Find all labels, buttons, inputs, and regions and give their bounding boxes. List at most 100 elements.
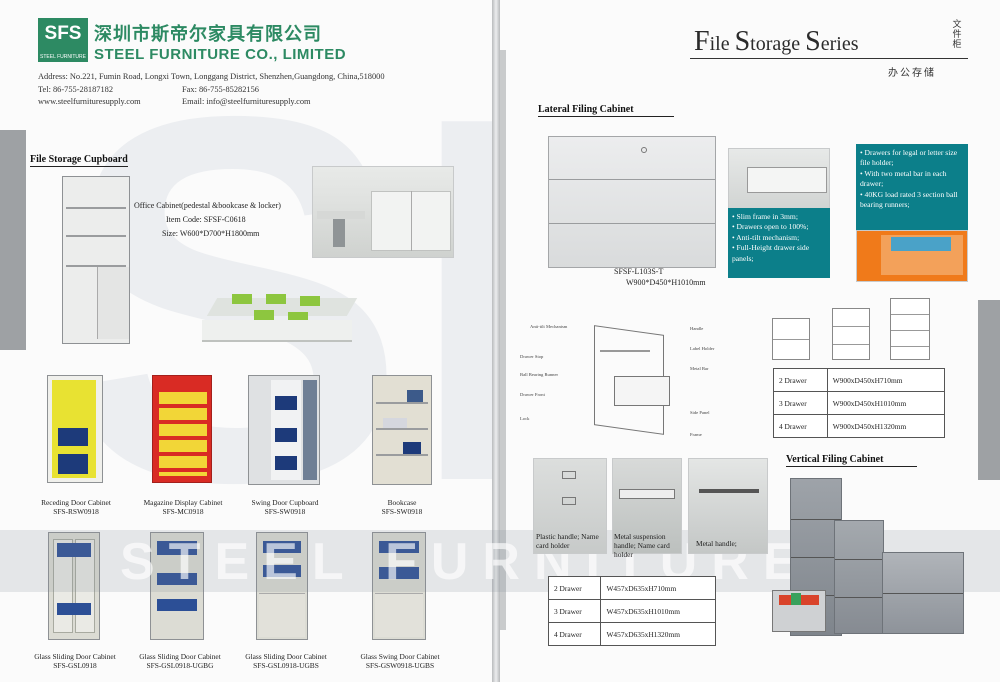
spec-value: W900xD450xH710mm — [826, 368, 946, 392]
feature-full-height: • Full-Height drawer side panels; — [732, 243, 810, 263]
company-email[interactable]: Email: info@steelfurnituresupply.com — [182, 97, 311, 106]
office-scene-photo — [312, 166, 454, 258]
glass-swing-cabinet-name: Glass Swing Door Cabinet — [360, 652, 440, 661]
office-cabinet-size: Size: W600*D700*H1800mm — [162, 229, 260, 238]
series-title-torage: torage — [750, 33, 806, 55]
spec-label: 3 Drawer — [773, 391, 828, 415]
diagram-label-5: Lock — [520, 416, 530, 421]
series-cn-vertical: 文件柜 — [952, 20, 962, 50]
glass-sliding-cabinet-3-name: Glass Sliding Door Cabinet — [245, 652, 327, 661]
bookcase-code: SFS-SW0918 — [381, 507, 423, 516]
vertical-3-drawer-image — [834, 520, 884, 634]
glass-sliding-cabinet-1-code: SFS-GSL0918 — [53, 661, 97, 670]
spec-value: W457xD635xH1320mm — [600, 622, 716, 646]
metal-suspension-handle-photo — [612, 458, 682, 554]
spec-value: W457xD635xH710mm — [600, 576, 716, 600]
series-title-s2: S — [805, 26, 821, 57]
diagram-label-4: Drawer Front — [520, 392, 545, 397]
workstations-image — [202, 284, 362, 358]
company-website[interactable]: www.steelfurnituresupply.com — [38, 97, 141, 106]
feature-anti-tilt: • Anti-tilt mechanism; — [732, 232, 800, 242]
bookcase-image — [372, 375, 432, 485]
spine-gutter — [492, 0, 500, 682]
series-title: File Storage Series — [694, 26, 858, 58]
bookcase-name: Bookcase — [387, 498, 417, 507]
series-title-ile: ile — [709, 33, 735, 55]
diagram-label-8: Metal Bar — [690, 366, 709, 371]
receding-door-cabinet-code: SFS-RSW0918 — [53, 507, 99, 516]
lateral-filing-title: Lateral Filing Cabinet — [538, 104, 674, 117]
spec-value: W900xD450xH1010mm — [826, 391, 946, 415]
glass-sliding-cabinet-2-code: SFS-GSL0918-UGBG — [146, 661, 214, 670]
glass-sliding-door-cabinet-image-1 — [48, 532, 100, 640]
glass-swing-cabinet-code: SFS-GSW0918-UGBS — [365, 661, 435, 670]
glass-sliding-cabinet-2-name: Glass Sliding Door Cabinet — [139, 652, 221, 661]
metal-handle-caption: Metal handle; — [696, 539, 737, 548]
diagram-label-9: Side Panel — [690, 410, 710, 415]
receding-door-cabinet-image — [47, 375, 103, 483]
magazine-display-cabinet-code: SFS-MC0918 — [162, 507, 204, 516]
swing-door-cupboard-image — [248, 375, 320, 485]
swing-door-cupboard-name: Swing Door Cupboard — [251, 498, 319, 507]
series-title-s1: S — [734, 26, 751, 57]
glass-sliding-cabinet-1-name: Glass Sliding Door Cabinet — [34, 652, 116, 661]
right-edge-bar — [978, 300, 1000, 480]
company-tel: Tel: 86-755-28187182 — [38, 85, 114, 94]
company-address: Address: No.221, Fumin Road, Longxi Town… — [38, 72, 385, 81]
right-inner-bar — [500, 50, 506, 630]
diagram-label-2: Drawer Stop — [520, 354, 544, 359]
diagram-label-3: Ball Bearing Runner — [520, 372, 559, 377]
metal-handle-photo — [688, 458, 768, 554]
glass-sliding-cabinet-3-code: SFS-GSL0918-UGBS — [253, 661, 319, 670]
lateral-3-drawer-drawing — [832, 308, 870, 360]
glass-sliding-door-cabinet-image-2 — [150, 532, 204, 640]
open-drawer-image — [772, 590, 826, 632]
series-title-f: F — [694, 26, 710, 57]
logo-subtext: STEEL FURNITURE — [40, 54, 86, 60]
feature-legal-letter: • Drawers for legal or letter size file … — [860, 148, 958, 168]
company-fax: Fax: 86-755-85282156 — [182, 85, 259, 94]
series-cn: 办公存储 — [888, 68, 936, 79]
series-title-underline — [690, 58, 968, 59]
vertical-filing-title: Vertical Filing Cabinet — [786, 454, 918, 467]
receding-door-cabinet-name: Receding Door Cabinet — [41, 498, 111, 507]
office-cabinet-name: Office Cabinet(pedestal &bookcase & lock… — [134, 201, 281, 210]
series-title-eries: eries — [820, 33, 859, 55]
feature-ball-bearing: • 40KG load rated 3 section ball bearing… — [860, 189, 958, 210]
magazine-display-cabinet-name: Magazine Display Cabinet — [143, 498, 223, 507]
company-name-cn: 深圳市斯帝尔家具有限公司 — [94, 24, 322, 45]
metal-suspension-caption: Metal suspension handle; Name card holde… — [614, 532, 670, 559]
diagram-label-7: Label Holder — [690, 346, 715, 351]
spec-value: W457xD635xH1010mm — [600, 599, 716, 623]
company-name-en: STEEL FURNITURE CO., LIMITED — [94, 46, 347, 63]
office-cabinet-code: Item Code: SFSF-C0618 — [166, 215, 246, 224]
diagram-label-1: Anti-tilt Mechanism — [530, 324, 568, 329]
plastic-handle-caption: Plastic handle; Name card holder — [536, 532, 599, 550]
feature-metal-bar: • With two metal bar in each drawer; — [860, 168, 947, 189]
lateral-2-drawer-drawing — [772, 318, 810, 360]
lateral-features-left: • Slim frame in 3mm; • Drawers open to 1… — [728, 208, 830, 278]
orange-drawer-photo — [856, 230, 968, 282]
glass-sliding-door-cabinet-image-3 — [256, 532, 308, 640]
swing-door-cupboard-code: SFS-SW0918 — [264, 507, 306, 516]
spec-label: 4 Drawer — [773, 414, 828, 438]
left-edge-bar — [0, 130, 26, 350]
